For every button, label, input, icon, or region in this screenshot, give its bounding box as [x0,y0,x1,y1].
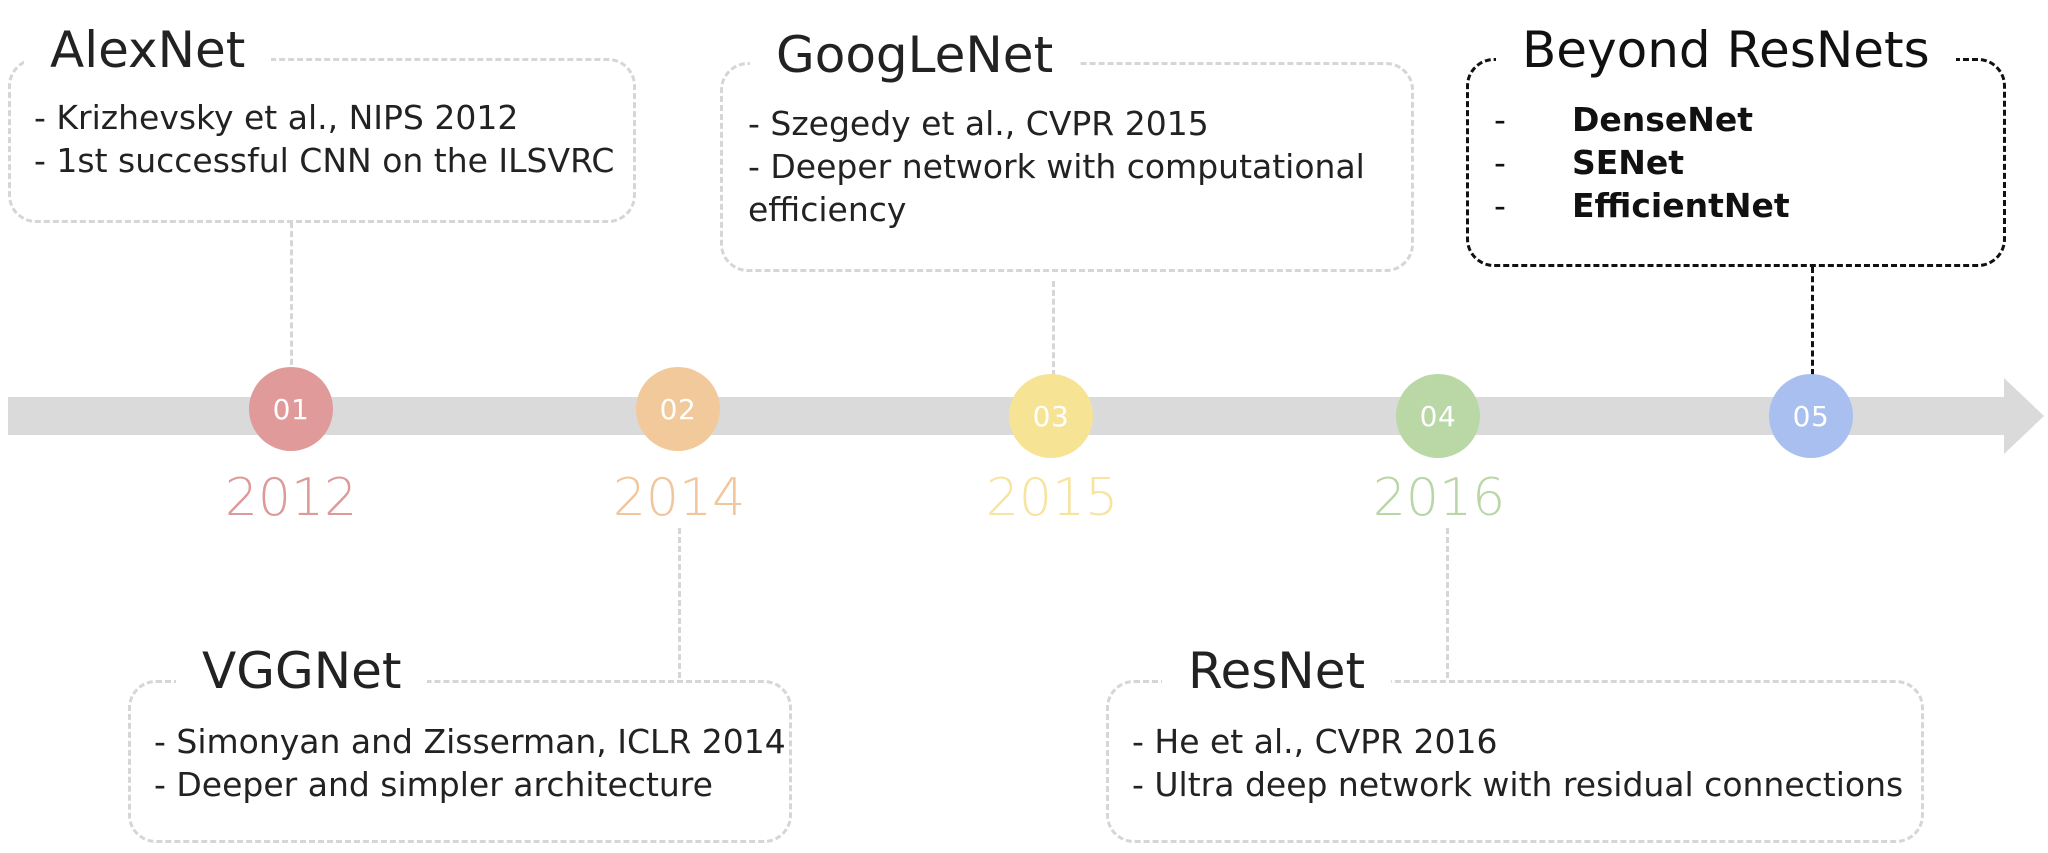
year-label-2015: 2015 [985,468,1119,528]
milestone-node-03: 03 [1009,374,1093,458]
timeline-arrow-head [2004,378,2044,454]
googlenet-title: GoogLeNet [750,27,1080,83]
connector-beyond-resnets [1811,267,1814,375]
resnet-details: - He et al., CVPR 2016 - Ultra deep netw… [1132,720,1903,806]
milestone-node-04: 04 [1396,374,1480,458]
year-label-2014: 2014 [612,468,746,528]
item-label: DenseNet [1572,100,1754,139]
resnet-title: ResNet [1162,643,1392,699]
resnet-line-1: - He et al., CVPR 2016 [1132,722,1498,761]
alexnet-title: AlexNet [24,22,272,78]
timeline-arrow-shaft [8,397,2006,435]
vggnet-details: - Simonyan and Zisserman, ICLR 2014 - De… [154,720,786,806]
alexnet-line-2: - 1st successful CNN on the ILSVRC [34,141,615,180]
milestone-node-02: 02 [636,367,720,451]
connector-alexnet [290,222,293,374]
vggnet-line-1: - Simonyan and Zisserman, ICLR 2014 [154,722,786,761]
beyond-resnets-list: - DenseNet - SENet - EfficientNet [1494,98,1790,227]
resnet-line-2: - Ultra deep network with residual conne… [1132,765,1904,804]
connector-resnet [1446,528,1449,678]
resnet-box [1106,680,1924,843]
alexnet-details: - Krizhevsky et al., NIPS 2012 - 1st suc… [34,96,614,182]
vggnet-line-2: - Deeper and simpler architecture [154,765,713,804]
year-label-2016: 2016 [1372,468,1506,528]
milestone-node-05: 05 [1769,374,1853,458]
alexnet-line-1: - Krizhevsky et al., NIPS 2012 [34,98,519,137]
milestone-node-01: 01 [249,367,333,451]
beyond-resnets-title: Beyond ResNets [1496,22,1956,78]
year-label-2012: 2012 [224,468,358,528]
item-label: EfficientNet [1572,186,1790,225]
alexnet-box [8,58,636,223]
bullet-dash: - [1494,143,1506,182]
googlenet-line-2: - Deeper network with computational effi… [748,147,1365,229]
connector-vggnet [678,528,681,678]
vggnet-title: VGGNet [176,643,428,699]
connector-googlenet [1052,281,1055,376]
googlenet-details: - Szegedy et al., CVPR 2015 - Deeper net… [748,102,1368,231]
beyond-resnets-item-senet: - SENet [1494,141,1790,184]
bullet-dash: - [1494,100,1506,139]
beyond-resnets-item-densenet: - DenseNet [1494,98,1790,141]
beyond-resnets-item-efficientnet: - EfficientNet [1494,184,1790,227]
bullet-dash: - [1494,186,1506,225]
item-label: SENet [1572,143,1685,182]
vggnet-box [128,680,792,843]
googlenet-line-1: - Szegedy et al., CVPR 2015 [748,104,1209,143]
